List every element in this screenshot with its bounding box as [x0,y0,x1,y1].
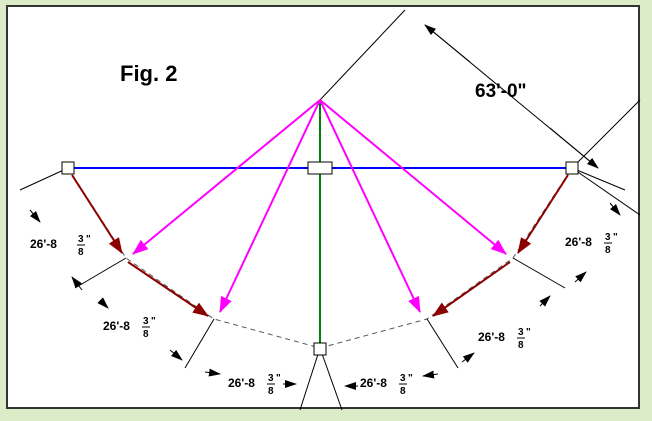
radial-arrows [132,99,507,313]
segment-label-1: 26'-8 3 8 " [30,234,91,258]
svg-text:26'-8: 26'-8 [228,376,255,390]
svg-text:26'-8: 26'-8 [30,237,57,251]
svg-text:8: 8 [78,247,84,258]
svg-text:": " [408,373,413,384]
segment-label-4: 26'-8 3 8 " [360,373,413,397]
svg-text:3: 3 [143,316,149,327]
bottom-node [313,342,327,356]
svg-text:": " [526,327,531,338]
svg-text:": " [86,234,91,245]
left-end-node [61,161,75,175]
extension-lines [19,167,641,411]
svg-text:26'-8: 26'-8 [360,376,387,390]
svg-text:3: 3 [605,232,611,243]
svg-text:8: 8 [268,386,274,397]
overall-dimension-label: 63'-0" [475,81,527,102]
svg-text:26'-8: 26'-8 [478,330,505,344]
right-end-node [565,161,579,175]
svg-text:3: 3 [400,373,406,384]
svg-text:26'-8: 26'-8 [565,235,592,249]
segment-label-2: 26'-8 3 8 " [103,316,156,340]
segment-label-5: 26'-8 3 8 " [478,327,531,351]
svg-text:3: 3 [268,373,274,384]
svg-text:": " [613,232,618,243]
svg-text:": " [151,316,156,327]
svg-text:": " [276,373,281,384]
center-node [307,161,333,175]
figure-title: Fig. 2 [120,61,177,86]
svg-text:3: 3 [518,327,524,338]
segment-label-3: 26'-8 3 8 " [228,373,281,397]
svg-text:26'-8: 26'-8 [103,319,130,333]
svg-text:8: 8 [400,386,406,397]
svg-text:8: 8 [518,340,524,351]
chord-arrows [71,174,569,317]
drawing-frame [6,5,640,409]
segment-dimension-arrows [29,202,621,390]
segment-label-6: 26'-8 3 8 " [565,232,618,256]
svg-text:8: 8 [605,245,611,256]
svg-text:8: 8 [143,329,149,340]
svg-text:3: 3 [78,234,84,245]
overall-dimension: 63'-0" [319,9,641,169]
